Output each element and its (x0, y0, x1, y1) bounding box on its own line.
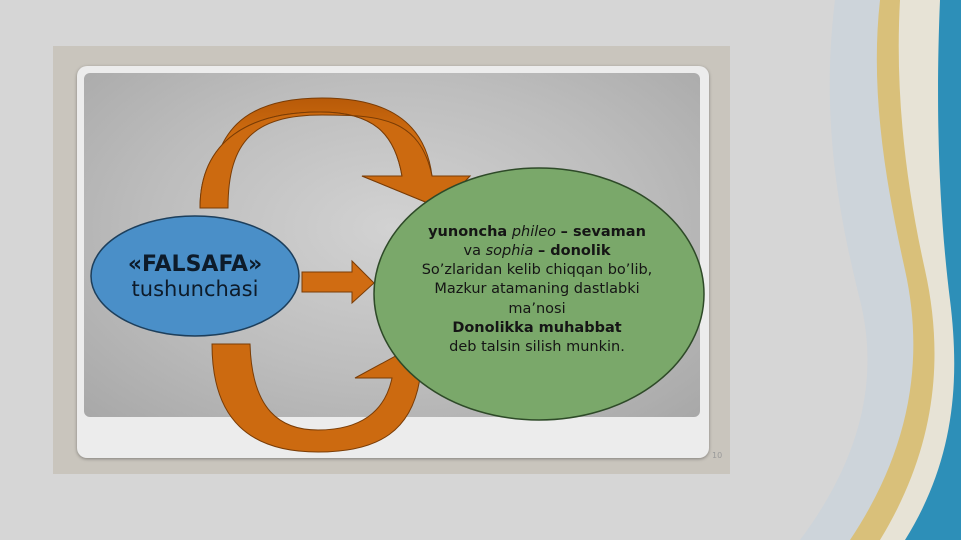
definition-line-3: So’zlaridan kelib chiqqan bo’lib, (421, 262, 653, 279)
word-va: va (463, 243, 481, 260)
definition-line-7: deb talsin silish munkin. (449, 338, 625, 355)
falsafa-title: «FALSAFA» (127, 252, 263, 277)
word-sophia: sophia (485, 243, 534, 260)
falsafa-subtitle: tushunchasi (131, 277, 259, 302)
word-yunoncha: yunoncha (428, 224, 508, 240)
definition-line-1: yunoncha phileo – sevaman (378, 223, 696, 242)
definition-line-4: Mazkur atamaning dastlabki (434, 281, 640, 298)
word-phileo: phileo (511, 224, 557, 240)
word-sevaman: – sevaman (560, 224, 646, 240)
definition-line-2: va sophia – donolik (378, 242, 696, 261)
definition-line-6: Donolikka muhabbat (452, 319, 622, 336)
word-donolik: – donolik (537, 243, 611, 260)
definition-oval (373, 167, 705, 421)
falsafa-label: «FALSAFA» tushunchasi (90, 252, 300, 301)
page-number: 10 (712, 451, 723, 460)
definition-line-5: ma’nosi (508, 300, 566, 317)
middle-straight-arrow (301, 259, 375, 305)
definition-text: yunoncha phileo – sevaman va sophia – do… (378, 223, 696, 357)
falsafa-oval (90, 215, 300, 337)
